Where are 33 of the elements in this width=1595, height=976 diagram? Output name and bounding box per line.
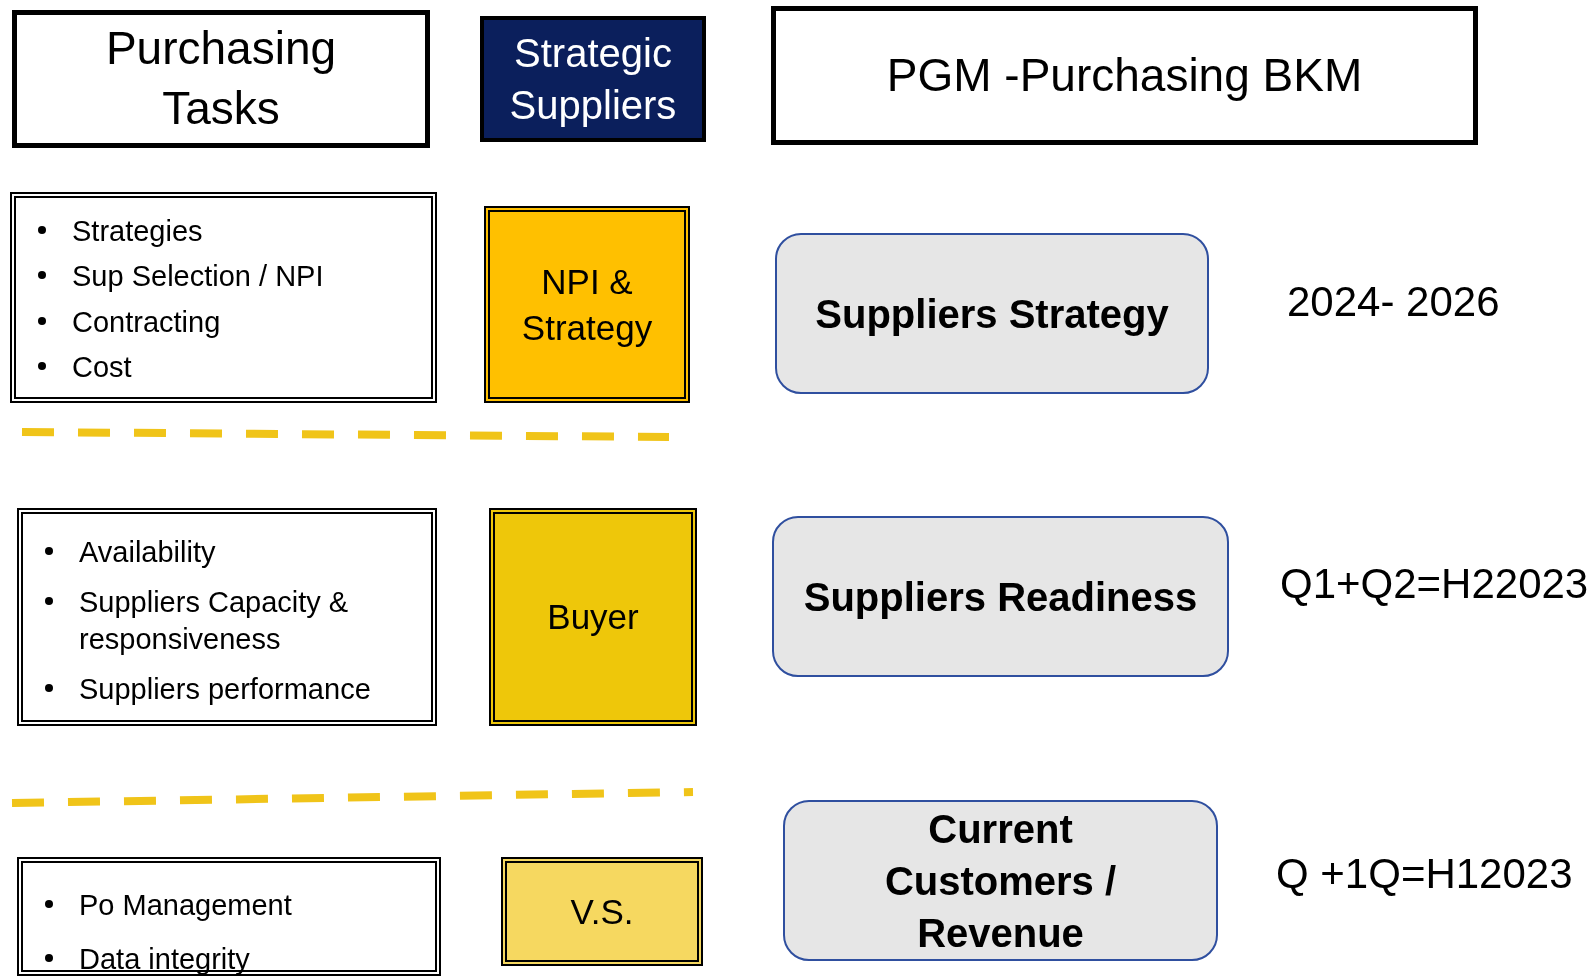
task-list-box (17, 508, 437, 726)
role-box (484, 206, 690, 403)
box-title: Suppliers Strategy (815, 290, 1169, 338)
period-label: 2024- 2026 (1287, 278, 1500, 326)
task-list-box (10, 192, 437, 403)
heading-box (12, 10, 430, 148)
box-label: V.S. (570, 890, 634, 933)
box-label: PGM -Purchasing BKM (886, 47, 1363, 103)
heading-box (771, 6, 1478, 145)
role-box (501, 857, 703, 966)
period-label: Q1+Q2=H22023 (1280, 560, 1589, 608)
list-item: Data integrity (79, 943, 250, 976)
box-label: Buyer (547, 596, 639, 639)
period-label: Q +1Q=H12023 (1276, 850, 1573, 898)
role-box (489, 508, 697, 726)
rounded-box (775, 233, 1209, 394)
heading-box (480, 16, 706, 142)
list-item: Suppliers Capacity & responsiveness (79, 586, 349, 655)
list-item: Contracting (72, 305, 221, 338)
box-title: Suppliers Readiness (803, 573, 1198, 621)
box-label: Purchasing Tasks (104, 21, 338, 136)
list-item: Availability (79, 536, 216, 568)
list-item: Cost (72, 350, 132, 383)
list-item: Po Management (79, 889, 292, 921)
list-item: Sup Selection / NPI (72, 260, 324, 293)
box-label: Strategic Suppliers (508, 30, 678, 129)
rounded-box (772, 516, 1229, 677)
box-title: Current Customers / Revenue (883, 805, 1118, 957)
task-list-box (17, 857, 441, 976)
list-item: Strategies (72, 215, 203, 247)
box-label: NPI & Strategy (520, 261, 654, 349)
list-item: Suppliers performance (79, 672, 371, 705)
rounded-box (783, 800, 1218, 961)
